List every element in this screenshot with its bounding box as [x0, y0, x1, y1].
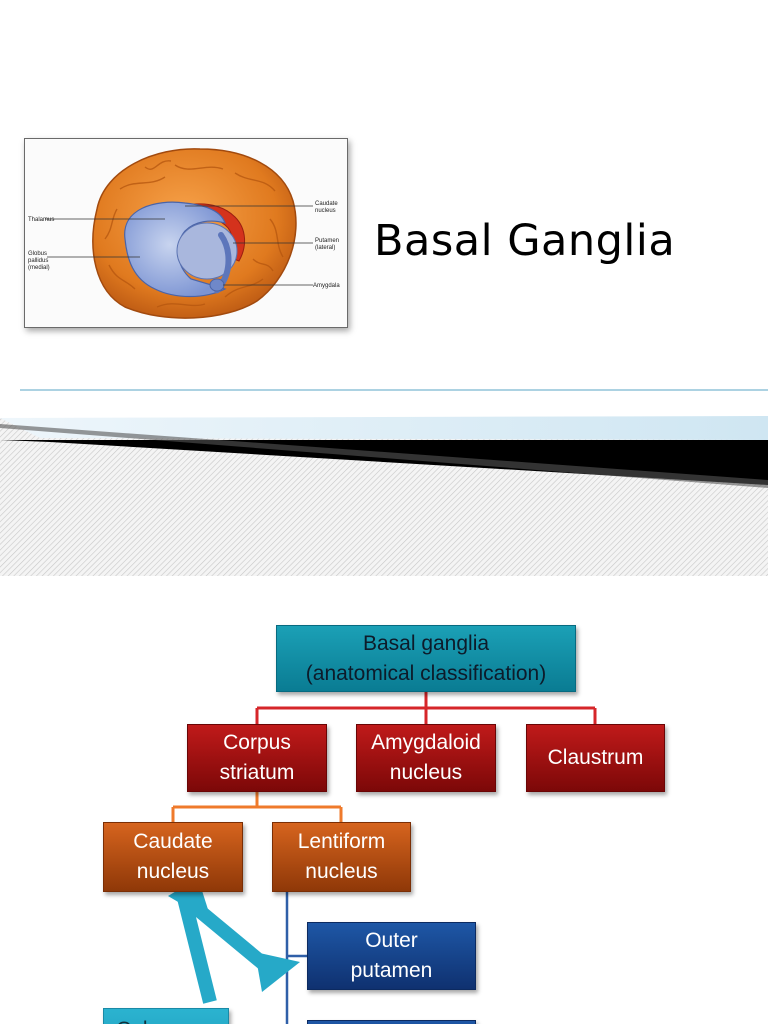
page-gap — [0, 576, 768, 580]
connector-level1 — [255, 691, 597, 724]
amygdala-shape — [209, 278, 225, 292]
label-putamen-2: (lateral) — [315, 245, 335, 251]
label-leader-lines — [45, 205, 313, 286]
node-corpus-striatum: Corpus striatum — [187, 724, 327, 792]
label-globus-3: (medial) — [28, 265, 50, 271]
grey-wedge — [0, 424, 768, 488]
node-caudate-nucleus: Caudate nucleus — [103, 822, 243, 892]
node-amygdaloid-nucleus: Amygdaloid nucleus — [356, 724, 496, 792]
classification-diagram: Basal ganglia (anatomical classification… — [0, 576, 768, 1024]
blue-structure — [124, 201, 227, 298]
brain-illustration: Thalamus Globus pallidus (medial) Caudat… — [28, 148, 340, 319]
label-globus-2: pallidus — [28, 258, 48, 264]
label-putamen-1: Putamen — [315, 238, 339, 244]
node-partial-blue — [307, 1020, 476, 1024]
slide: Thalamus Globus pallidus (medial) Caudat… — [0, 138, 768, 576]
connectors — [168, 691, 597, 1024]
label-caudate-2: nucleus — [315, 208, 336, 214]
black-wedge — [0, 440, 768, 485]
label-thalamus: Thalamus — [28, 217, 54, 223]
node-lentiform-nucleus: Lentiform nucleus — [272, 822, 411, 892]
connector-level3 — [285, 892, 307, 1024]
cyan-arrow — [168, 878, 300, 1004]
node-claustrum: Claustrum — [526, 724, 665, 792]
node-basal-ganglia: Basal ganglia (anatomical classification… — [276, 625, 576, 692]
slide-title: Basal Ganglia — [374, 216, 676, 266]
light-blue-wedge — [0, 416, 768, 440]
label-amygdala: Amygdala — [313, 283, 340, 289]
brain-figure: Thalamus Globus pallidus (medial) Caudat… — [24, 138, 348, 328]
label-caudate-1: Caudate — [315, 201, 338, 207]
connector-level2 — [171, 792, 343, 822]
arrow-head-right — [255, 952, 300, 992]
label-globus-1: Globus — [28, 251, 47, 257]
node-partial-cyan: Cal — [103, 1008, 229, 1024]
node-outer-putamen: Outer putamen — [307, 922, 476, 990]
decorative-wedge-band — [0, 389, 768, 576]
